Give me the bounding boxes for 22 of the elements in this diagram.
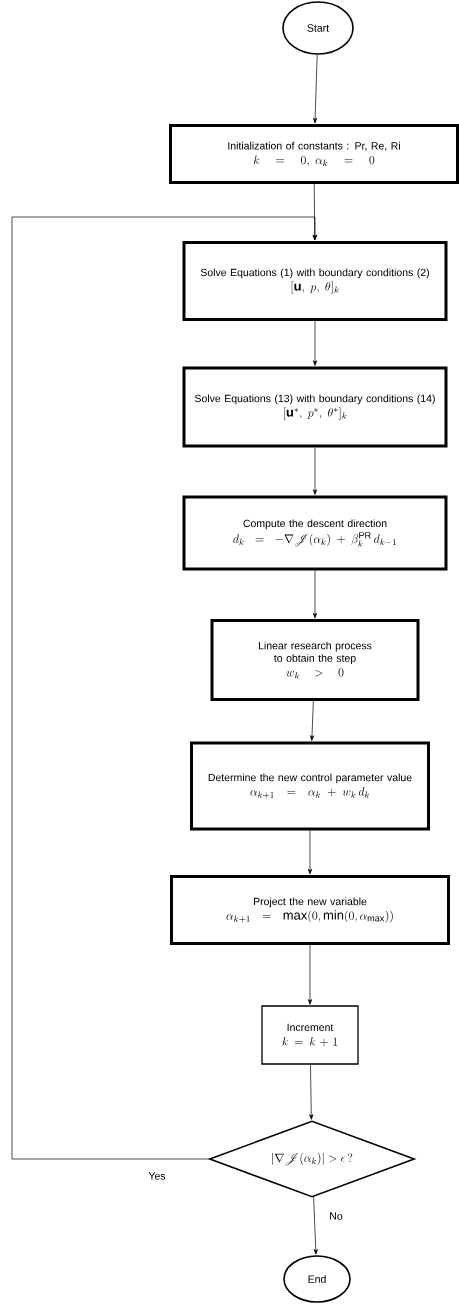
start-terminal: Start bbox=[282, 1, 354, 55]
process-box: Increment $k = k+1$ bbox=[261, 1005, 359, 1065]
edge-label: Yes bbox=[147, 1171, 167, 1181]
arrow bbox=[313, 1196, 318, 1255]
arrow bbox=[312, 570, 318, 619]
arrow bbox=[312, 320, 318, 366]
process-box: Determine the new control parameter value $\alpha_{k+1} = \alpha_k + w_k\, d_k$ bbox=[190, 741, 430, 831]
arrow bbox=[313, 54, 318, 124]
process-box: Project the new variable $\alpha_{k+1} = \max(0, \min(0, \alpha_{\max}))$ bbox=[170, 875, 450, 945]
process-box: Compute the descent direction $d_k = -\nabla\mathscr{J}(\alpha_k) + \beta_k^{\mathrm{PR}}\, d_{k-1}$ bbox=[182, 495, 448, 571]
process-box: Solve Equations (13) with boundary conditions (14) $[\mathbf{u}^*,\ p^*,\ \theta^*]_k$ bbox=[182, 366, 448, 448]
arrow bbox=[309, 1064, 314, 1120]
arrow bbox=[312, 447, 318, 495]
process-box: Initialization of constants : Pr, Re, Ri $k = 0,\ \alpha_k = 0$ bbox=[169, 124, 459, 184]
edge-label: No bbox=[328, 1211, 344, 1221]
arrow bbox=[307, 830, 313, 875]
end-terminal: End bbox=[283, 1255, 351, 1303]
process-box: Linear research process to obtain the step $w_k > 0$ bbox=[210, 619, 420, 701]
arrow bbox=[307, 944, 313, 1005]
arrow bbox=[11, 216, 318, 1160]
process-box: Solve Equations (1) with boundary conditions (2) $[\mathbf{u},\ p,\ \theta]_k$ bbox=[182, 241, 448, 321]
arrow bbox=[309, 700, 315, 741]
